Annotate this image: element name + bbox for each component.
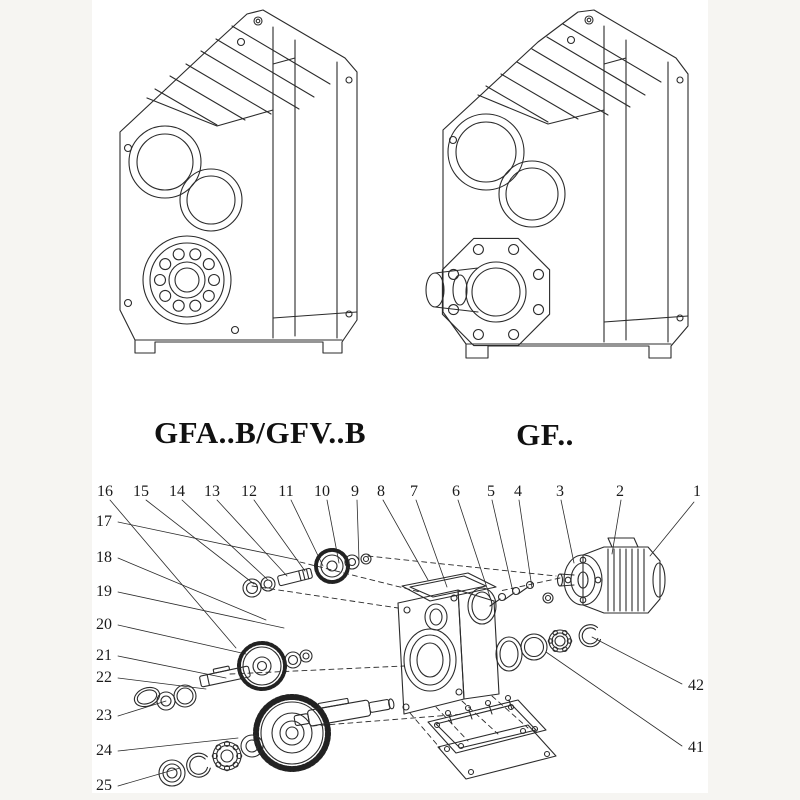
oil-seal-and-plug (467, 587, 554, 625)
construction-lines (229, 555, 561, 749)
callout-number-3: 3 (556, 483, 564, 500)
callout-number-42: 42 (688, 677, 704, 694)
callout-number-4: 4 (514, 483, 522, 500)
gf-output-shaft (425, 267, 479, 313)
callout-number-5: 5 (487, 483, 495, 500)
gfab-input-bores (128, 125, 243, 232)
gfab-top-ribs (146, 16, 331, 127)
callout-number-7: 7 (410, 483, 418, 500)
leader-lines (109, 499, 695, 787)
page-margin-bottom (0, 793, 800, 800)
housing-screws (489, 580, 535, 607)
callout-number-25: 25 (96, 777, 112, 794)
gf-housing-outline (442, 9, 689, 359)
callout-number-6: 6 (452, 483, 460, 500)
gearbox-drawing-gf (425, 9, 689, 359)
callout-number-11: 11 (278, 483, 294, 500)
page-margin-right (708, 0, 800, 800)
page-margin-left (0, 0, 92, 800)
callout-number-23: 23 (96, 707, 112, 724)
callout-number-9: 9 (351, 483, 359, 500)
intermediate-gear-assembly (133, 641, 313, 711)
input-shaft-assembly (242, 548, 372, 598)
gfab-housing-outline (119, 9, 358, 354)
gf-input-bores (447, 113, 566, 228)
gf-output-flange (441, 237, 551, 347)
main-housing (397, 572, 500, 715)
gfab-output-bearing (142, 235, 232, 325)
callout-number-15: 15 (133, 483, 149, 500)
gf-corner-screws (448, 35, 684, 322)
callout-number-14: 14 (169, 483, 185, 500)
motor-assembly (556, 537, 666, 614)
callout-number-19: 19 (96, 583, 112, 600)
callout-number-13: 13 (204, 483, 220, 500)
product-label-gfab: GFA..B/GFV..B (153, 415, 367, 450)
callout-number-2: 2 (616, 483, 624, 500)
callout-number-24: 24 (96, 742, 112, 759)
callout-number-41: 41 (688, 739, 704, 756)
gf-top-ribs (477, 15, 662, 125)
gfab-corner-screws (123, 37, 353, 335)
callout-number-18: 18 (96, 549, 112, 566)
callout-number-1: 1 (693, 483, 701, 500)
callout-number-22: 22 (96, 669, 112, 686)
callout-number-8: 8 (377, 483, 385, 500)
callout-number-12: 12 (241, 483, 257, 500)
cover-plate-and-gasket (427, 694, 557, 780)
callout-number-17: 17 (96, 513, 112, 530)
callout-number-16: 16 (97, 483, 113, 500)
callout-number-20: 20 (96, 616, 112, 633)
gearbox-drawing-gfab (119, 9, 358, 354)
product-label-gf: GF.. (516, 417, 574, 452)
callout-number-10: 10 (314, 483, 330, 500)
callout-number-21: 21 (96, 647, 112, 664)
seal-rings-and-bearing (495, 624, 602, 672)
exploded-view-diagram (109, 499, 695, 787)
output-gear-assembly (158, 694, 395, 787)
